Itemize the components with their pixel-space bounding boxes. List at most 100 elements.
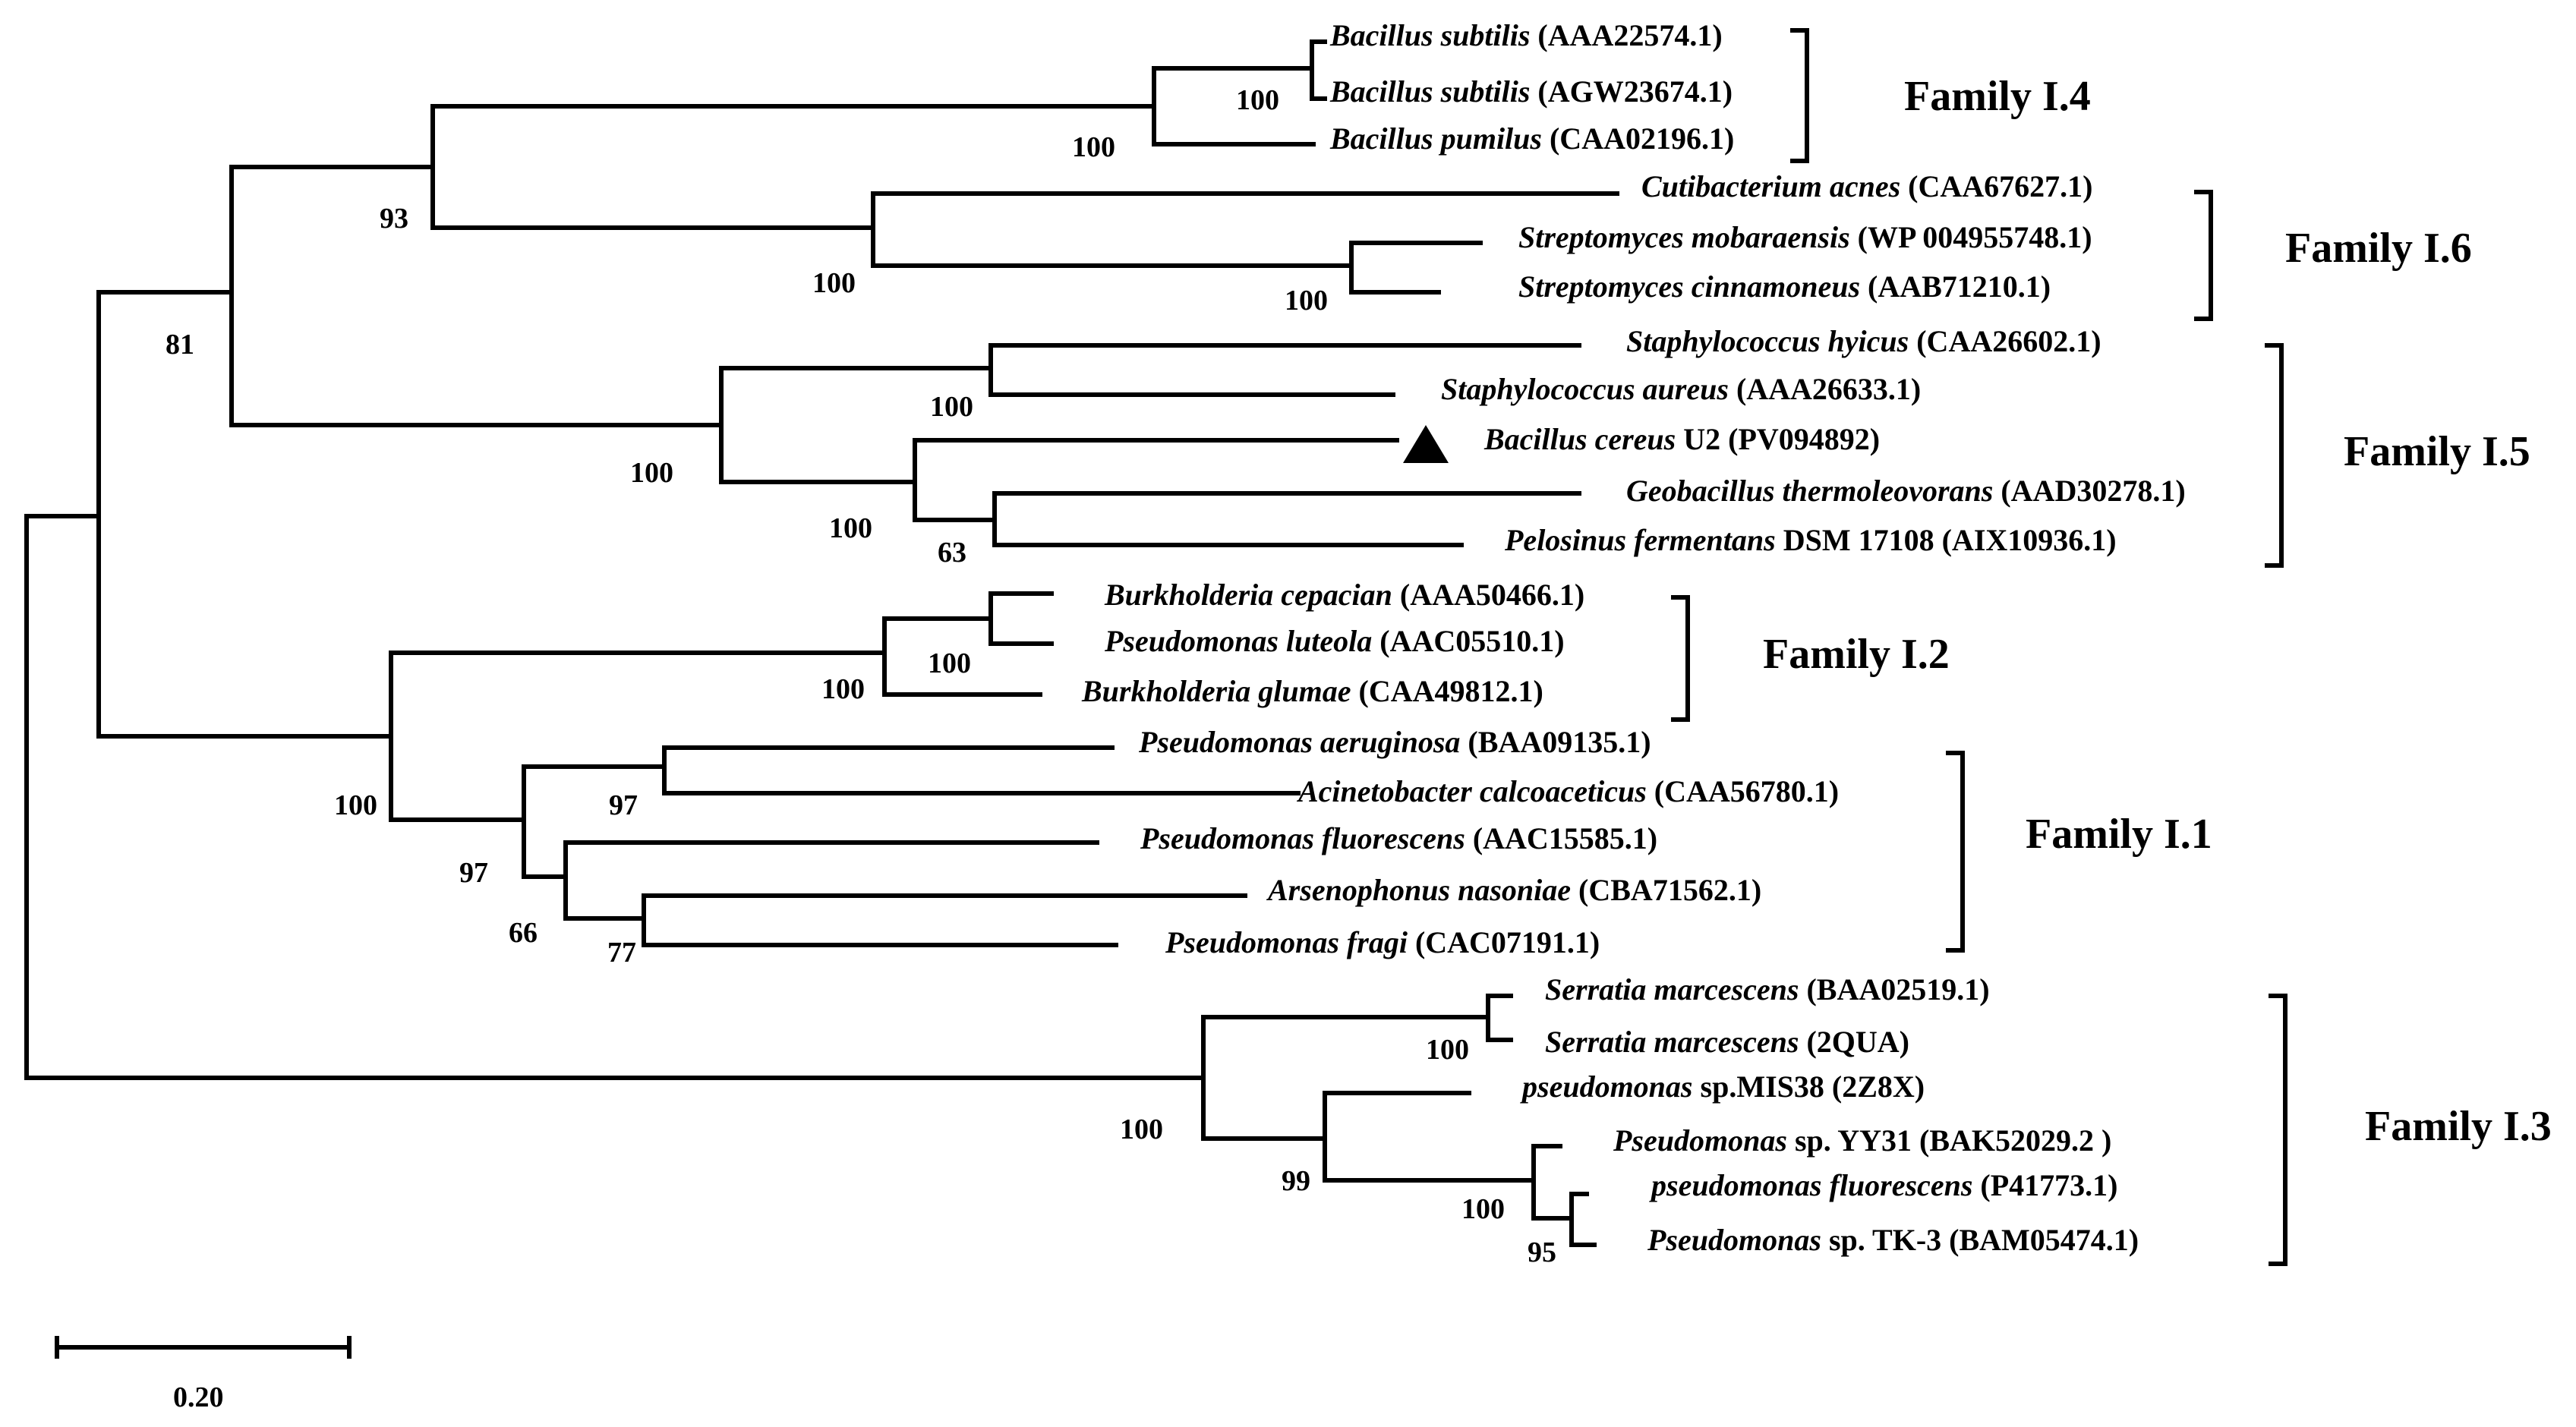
taxon-strain: sp. YY31 [1787,1123,1912,1158]
taxon-accession: (AAC15585.1) [1465,821,1657,855]
taxon-label: Geobacillus thermoleovorans (AAD30278.1) [1626,474,2186,508]
bootstrap-value: 100 [928,647,971,679]
family-bracket [1790,28,1809,163]
taxon-labels: Bacillus subtilis (AAA22574.1)Bacillus s… [1081,18,2186,1257]
taxon-accession: (CAA02196.1) [1542,121,1734,156]
bootstrap-value: 100 [334,789,377,821]
taxon-species: Serratia marcescens [1545,1025,1799,1059]
taxon-species: Geobacillus thermoleovorans [1626,474,1993,508]
bootstrap-value: 100 [1236,84,1279,116]
bootstrap-value: 99 [1282,1165,1310,1197]
bootstrap-value: 95 [1528,1236,1556,1268]
taxon-species: pseudomonas fluorescens [1649,1168,1972,1202]
taxon-label: Staphylococcus hyicus (CAA26602.1) [1626,324,2101,358]
taxon-species: Pseudomonas fluorescens [1140,821,1465,855]
bootstrap-value: 100 [1120,1114,1163,1145]
tree-branches [24,39,1619,1247]
taxon-species: Bacillus cereus [1483,422,1676,456]
taxon-species: Bacillus pumilus [1329,121,1542,156]
taxon-species: Pseudomonas aeruginosa [1138,725,1460,759]
taxon-label: Bacillus pumilus (CAA02196.1) [1329,121,1734,156]
taxon-species: Staphylococcus aureus [1441,372,1729,406]
taxon-label: Serratia marcescens (2QUA) [1545,1025,1909,1059]
taxon-species: Pseudomonas luteola [1104,624,1372,658]
bootstrap-value: 97 [609,789,638,821]
taxon-accession: (2QUA) [1799,1025,1909,1059]
taxon-label: Pelosinus fermentans DSM 17108 (AIX10936… [1504,523,2117,557]
taxon-species: Staphylococcus hyicus [1626,324,1909,358]
taxon-label: Streptomyces cinnamoneus (AAB71210.1) [1518,269,2051,304]
taxon-label: Bacillus subtilis (AGW23674.1) [1329,74,1733,109]
taxon-label: Acinetobacter calcoaceticus (CAA56780.1) [1296,774,1839,808]
taxon-accession: (AAA22574.1) [1530,18,1722,52]
bootstrap-value: 100 [630,457,673,489]
scale-bar: 0.20 [55,1336,352,1413]
family-label: Family I.3 [2365,1103,2552,1150]
family-bracket [2265,343,2284,568]
taxon-label: Pseudomonas fluorescens (AAC15585.1) [1140,821,1657,855]
taxon-accession: (P41773.1) [1972,1168,2117,1202]
family-bracket [1946,751,1965,953]
taxon-label: Pseudomonas aeruginosa (BAA09135.1) [1138,725,1651,759]
taxon-species: Bacillus subtilis [1329,18,1530,52]
family-label: Family I.4 [1904,73,2091,120]
taxon-label: pseudomonas fluorescens (P41773.1) [1649,1168,2117,1202]
taxon-label: Serratia marcescens (BAA02519.1) [1545,972,1990,1006]
taxon-label: Arsenophonus nasoniae (CBA71562.1) [1266,873,1761,907]
query-marker [1403,425,1449,463]
taxon-strain: sp. TK-3 [1821,1223,1941,1257]
taxon-species: Bacillus subtilis [1329,74,1530,109]
family-bracket [1671,595,1690,722]
taxon-accession: (AGW23674.1) [1530,74,1733,109]
taxon-label: Pseudomonas sp. TK-3 (BAM05474.1) [1647,1223,2139,1257]
taxon-label: Pseudomonas luteola (AAC05510.1) [1104,624,1565,658]
taxon-label: Bacillus cereus U2 (PV094892) [1483,422,1880,456]
taxon-accession: (WP 004955748.1) [1850,220,2092,254]
taxon-species: Streptomyces mobaraensis [1518,220,1850,254]
taxon-strain: U2 [1676,422,1720,456]
triangle-marker-icon [1403,425,1449,463]
bootstrap-value: 93 [380,203,408,235]
bootstrap-value: 77 [607,937,636,969]
taxon-species: Pseudomonas [1647,1223,1821,1257]
taxon-label: Pseudomonas sp. YY31 (BAK52029.2 ) [1613,1123,2111,1158]
taxon-label: Burkholderia glumae (CAA49812.1) [1081,674,1543,708]
bootstrap-value: 100 [821,673,865,705]
taxon-species: Arsenophonus nasoniae [1266,873,1571,907]
taxon-label: Streptomyces mobaraensis (WP 004955748.1… [1518,220,2092,254]
taxon-label: Bacillus subtilis (AAA22574.1) [1329,18,1723,52]
family-label: Family I.2 [1763,631,1950,678]
taxon-accession: (AAD30278.1) [1993,474,2185,508]
bootstrap-value: 100 [1072,131,1115,163]
family-bracket [2194,190,2213,321]
taxon-species: Streptomyces cinnamoneus [1518,269,1860,304]
taxon-accession: (BAA02519.1) [1799,972,1989,1006]
taxon-species: Cutibacterium acnes [1641,169,1900,203]
bootstrap-value: 100 [1285,285,1328,317]
bootstrap-value: 100 [829,512,872,544]
taxon-accession: (AAC05510.1) [1372,624,1564,658]
taxon-label: Burkholderia cepacian (AAA50466.1) [1104,578,1584,612]
taxon-label: pseudomonas sp.MIS38 (2Z8X) [1520,1069,1925,1104]
bootstrap-value: 100 [930,391,973,423]
taxon-accession: (BAA09135.1) [1460,725,1651,759]
taxon-accession: (BAK52029.2 ) [1912,1123,2111,1158]
taxon-accession: (PV094892) [1720,422,1880,456]
taxon-species: Burkholderia cepacian [1104,578,1392,612]
taxon-species: pseudomonas [1520,1069,1693,1104]
taxon-label: Staphylococcus aureus (AAA26633.1) [1441,372,1921,406]
taxon-accession: (BAM05474.1) [1941,1223,2139,1257]
bootstrap-value: 100 [1461,1193,1505,1225]
scale-bar-label: 0.20 [173,1381,224,1413]
taxon-label: Pseudomonas fragi (CAC07191.1) [1165,925,1600,959]
taxon-accession: (CAA56780.1) [1647,774,1839,808]
family-label: Family I.6 [2285,225,2472,272]
taxon-accession: (CAC07191.1) [1408,925,1600,959]
taxon-accession: (2Z8X) [1824,1069,1925,1104]
taxon-species: Pseudomonas fragi [1165,925,1408,959]
taxon-species: Pseudomonas [1613,1123,1787,1158]
family-label: Family I.1 [2026,811,2212,858]
taxon-species: Burkholderia glumae [1081,674,1351,708]
bootstrap-value: 81 [166,329,194,361]
